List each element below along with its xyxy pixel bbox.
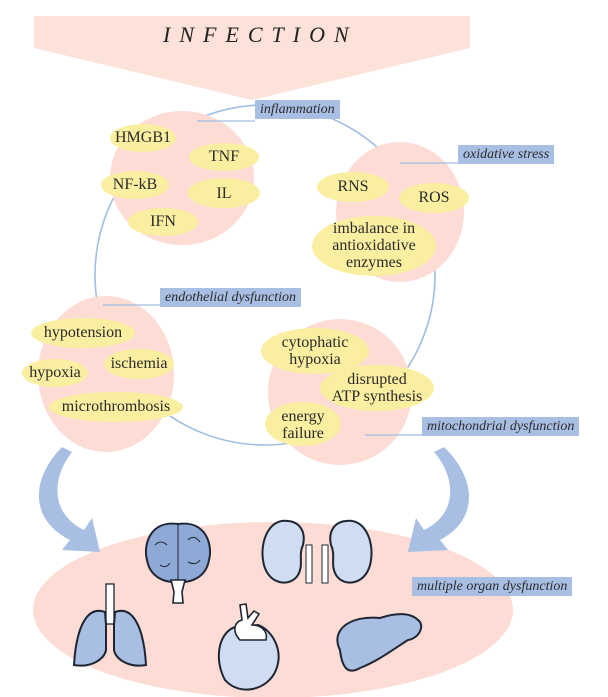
label-il: IL bbox=[216, 185, 232, 202]
label-tnf: TNF bbox=[208, 148, 240, 165]
label-energy-line2: failure bbox=[282, 425, 324, 442]
pill-atp bbox=[320, 365, 434, 411]
liver-icon bbox=[336, 613, 423, 672]
pill-tnf bbox=[189, 143, 259, 171]
pill-ros bbox=[399, 183, 469, 213]
label-microthrombosis: microthrombosis bbox=[61, 398, 171, 415]
pill-ifn bbox=[128, 208, 198, 236]
left-curved-arrow bbox=[38, 447, 100, 552]
label-hypoxia: hypoxia bbox=[29, 364, 81, 381]
label-cytophatic-line1: cytophatic bbox=[281, 334, 349, 351]
pill-energy bbox=[265, 402, 341, 446]
pill-hypotension bbox=[31, 318, 135, 348]
pill-imbalance bbox=[312, 216, 436, 276]
heart-icon bbox=[217, 603, 280, 691]
tag-multiple-organ-dysfunction: multiple organ dysfunction bbox=[412, 577, 573, 596]
label-hypotension: hypotension bbox=[43, 324, 123, 341]
pill-cytophatic bbox=[261, 328, 369, 374]
label-ischemia: ischemia bbox=[110, 355, 168, 372]
label-ros: ROS bbox=[418, 189, 450, 206]
tag-oxidative-stress: oxidative stress bbox=[458, 145, 555, 164]
infection-title: INFECTION bbox=[163, 22, 358, 47]
tag-mitochondrial-dysfunction: mitochondrial dysfunction bbox=[422, 417, 580, 436]
label-ifn: IFN bbox=[150, 213, 176, 230]
tag-endothelial-dysfunction: endothelial dysfunction bbox=[160, 288, 302, 307]
label-cytophatic-line2: hypoxia bbox=[289, 351, 341, 368]
label-disrupted-line2: ATP synthesis bbox=[331, 388, 423, 405]
pill-il bbox=[188, 178, 260, 208]
pill-ischemia bbox=[104, 349, 174, 379]
label-hmgb1: HMGB1 bbox=[114, 129, 171, 146]
infection-banner-arrow bbox=[34, 16, 470, 100]
label-imbalance-line1: imbalance in bbox=[332, 220, 416, 237]
label-disrupted-line1: disrupted bbox=[347, 371, 407, 388]
kidneys-icon bbox=[261, 519, 373, 584]
pill-rns bbox=[317, 172, 389, 202]
label-rns: RNS bbox=[337, 178, 369, 195]
brain-icon bbox=[145, 522, 211, 604]
pill-hmgb1 bbox=[110, 124, 176, 152]
label-nf-kb: NF-kB bbox=[112, 176, 158, 193]
lungs-icon bbox=[72, 583, 148, 667]
label-imbalance-line2: antioxidative bbox=[332, 237, 416, 254]
pill-hypoxia bbox=[22, 359, 88, 387]
tag-inflammation: inflammation bbox=[255, 100, 340, 119]
pill-microthrombosis bbox=[49, 392, 183, 422]
right-curved-arrow bbox=[408, 447, 470, 552]
pill-nfkb bbox=[101, 171, 169, 199]
label-imbalance-line3: enzymes bbox=[346, 254, 402, 271]
label-energy-line1: energy bbox=[281, 408, 325, 425]
